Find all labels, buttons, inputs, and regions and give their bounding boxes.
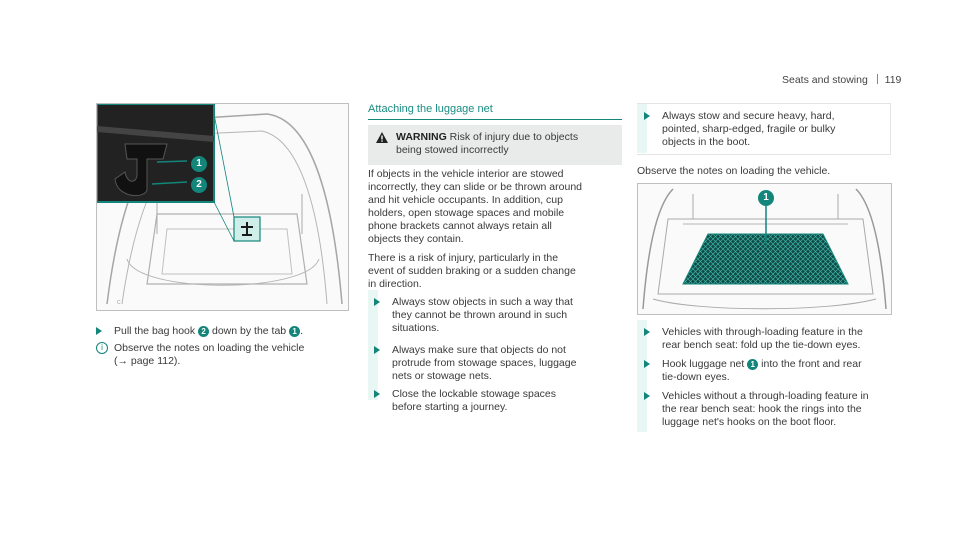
badge-1: 1 — [747, 359, 759, 370]
badge-2: 2 — [198, 326, 210, 337]
section-heading: Attaching the luggage net — [368, 103, 493, 115]
paragraph-risk: There is a risk of injury, particularly … — [368, 252, 576, 290]
figure-trunk-hook: C 1 2 — [96, 103, 349, 311]
bullet-item: Vehicles without a through-loading featu… — [644, 390, 908, 429]
callout-2: 2 — [191, 177, 207, 193]
heading-rule — [368, 119, 622, 120]
callout-1: 1 — [191, 156, 207, 172]
bullet-arrow-icon — [644, 112, 650, 120]
luggage-net-illustration — [642, 188, 887, 310]
badge-1: 1 — [289, 326, 301, 337]
bullet-item: Always stow objects in such a way that t… — [374, 296, 638, 335]
bullet-arrow-icon — [644, 328, 650, 336]
warning-text: Risk of injury due to objects — [449, 131, 579, 143]
bullet-item: Always make sure that objects do not pro… — [374, 344, 638, 383]
bullet-item: Always stow and secure heavy, hard, poin… — [644, 110, 902, 149]
section-title: Seats and stowing — [782, 74, 868, 86]
bullet-arrow-icon — [374, 298, 380, 306]
bullet-arrow-icon — [644, 392, 650, 400]
page-header: Seats and stowing 119 — [782, 74, 901, 86]
figure-luggage-net: 1 — [637, 183, 892, 315]
bullet-item: Close the lockable stowage spaces before… — [374, 388, 638, 414]
step-pull-hook: Pull the bag hook 2 down by the tab 1. — [96, 325, 356, 338]
bullet-box — [637, 103, 891, 155]
page-number: 119 — [884, 74, 902, 86]
bullet-item: Hook luggage net 1 into the front and re… — [644, 358, 908, 384]
observe-notes: Observe the notes on loading the vehicle… — [637, 165, 831, 177]
warning-icon — [376, 132, 388, 143]
page-reference-link[interactable]: (→ page 112). — [114, 355, 181, 367]
bullet-panel — [368, 290, 378, 400]
bullet-panel — [637, 320, 647, 432]
bullet-panel — [637, 103, 647, 153]
bullet-item: Vehicles with through-loading feature in… — [644, 326, 908, 352]
header-divider — [876, 74, 878, 84]
warning-box: WARNING Risk of injury due to objects be… — [368, 125, 622, 165]
bullet-arrow-icon — [374, 390, 380, 398]
note-observe: i Observe the notes on loading the vehic… — [96, 342, 356, 368]
svg-text:C: C — [117, 300, 121, 306]
trunk-illustration: C — [97, 104, 343, 306]
bullet-arrow-icon — [644, 360, 650, 368]
paragraph-objects: If objects in the vehicle interior are s… — [368, 168, 582, 245]
info-icon: i — [96, 342, 108, 354]
warning-label: WARNING — [396, 131, 447, 143]
step-arrow-icon — [96, 327, 102, 335]
bullet-arrow-icon — [374, 346, 380, 354]
callout-1: 1 — [758, 190, 774, 206]
warning-text-2: being stowed incorrectly — [396, 144, 509, 156]
